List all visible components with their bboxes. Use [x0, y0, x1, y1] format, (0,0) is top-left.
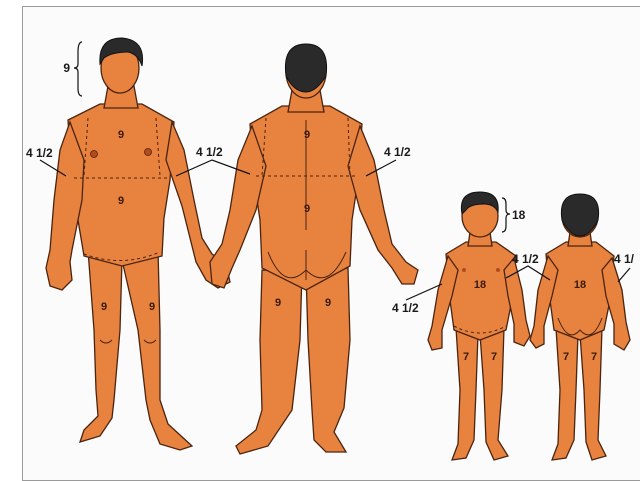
child-back-left-leg	[552, 328, 578, 460]
adult-front-head-percent: 9	[63, 61, 70, 75]
child-back-right-leg	[580, 328, 606, 460]
child-back-trunk	[546, 242, 614, 340]
adult-front-chest-percent: 9	[118, 129, 124, 141]
adult-front-head-bracket	[74, 42, 82, 96]
adult-back-right-leg-percent: 9	[325, 297, 331, 309]
adult-front-right-nipple	[145, 149, 152, 156]
child-front-arm-percent: 4 1/2	[392, 301, 419, 315]
child-front-right-leg	[480, 328, 508, 460]
child-back-trunk-percent: 18	[574, 279, 586, 291]
child-front-right-leg-percent: 7	[491, 351, 497, 363]
adult-front-left-arm-percent: 4 1/2	[26, 146, 53, 160]
child-front-left-leg-percent: 7	[463, 351, 469, 363]
adult-back-lower-percent: 9	[304, 203, 310, 215]
adult-front-left-leg-percent: 9	[101, 301, 107, 313]
child-front-trunk-percent: 18	[474, 279, 486, 291]
adult-front-left-nipple	[91, 151, 98, 158]
adult-front-figure	[46, 38, 230, 450]
adult-back-left-leg-percent: 9	[275, 297, 281, 309]
adult-back-upper-percent: 9	[304, 129, 310, 141]
adult-front-right-leg-percent: 9	[149, 301, 155, 313]
adult-front-abdomen-percent: 9	[118, 195, 124, 207]
child-back-arm-percent: 4 1/	[614, 252, 635, 266]
child-front-left-leg	[452, 328, 478, 460]
child-front-head-bracket	[502, 198, 510, 232]
child-back-left-leg-percent: 7	[563, 351, 569, 363]
child-front-trunk	[446, 242, 516, 340]
adult-front-right-leg	[122, 250, 192, 450]
child-front-figure	[428, 192, 530, 460]
adult-front-left-leg	[80, 250, 122, 442]
child-front-right-nipple	[496, 268, 500, 272]
adult-back-arm-percent: 4 1/2	[384, 145, 411, 159]
child-front-left-nipple	[462, 268, 466, 272]
child-back-figure	[530, 194, 630, 460]
adult-back-figure	[210, 44, 418, 454]
child-back-arm-leader	[618, 268, 630, 282]
child-arms-shared-percent: 4 1/2	[512, 252, 539, 266]
adult-arms-shared-percent: 4 1/2	[196, 145, 223, 159]
adult-back-left-leg	[236, 270, 302, 454]
child-back-right-leg-percent: 7	[591, 351, 597, 363]
adult-back-right-leg	[306, 268, 350, 452]
child-front-head-percent: 18	[512, 208, 526, 222]
